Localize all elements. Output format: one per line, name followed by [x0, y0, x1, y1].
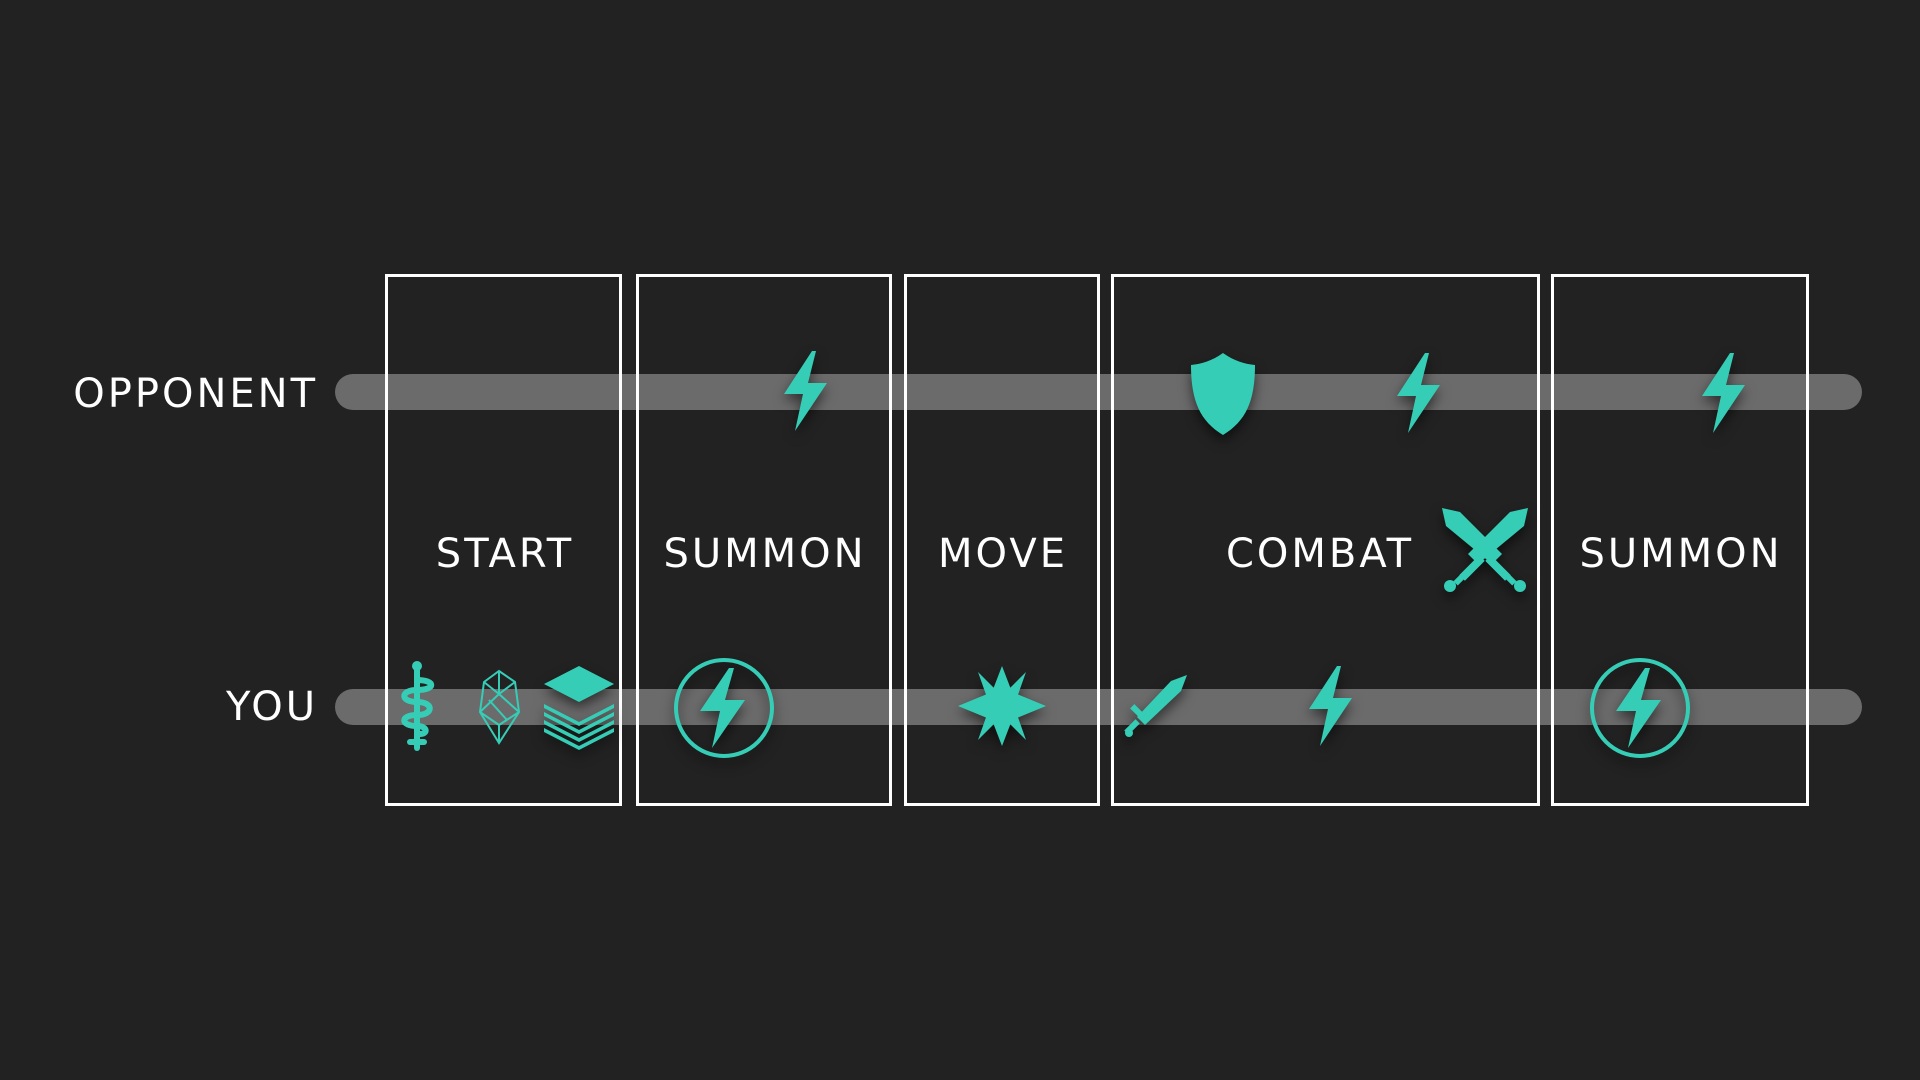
sword-icon — [1124, 675, 1187, 737]
lightning-icon — [1304, 666, 1356, 746]
crossed-swords-icon — [1442, 508, 1528, 594]
star-burst-icon — [958, 666, 1046, 746]
lightning-icon — [1392, 353, 1444, 433]
shield-icon — [1190, 353, 1256, 435]
lightning-icon — [779, 351, 831, 431]
caduceus-icon — [392, 660, 442, 752]
phase-start-frame — [385, 274, 622, 806]
card-stack-icon — [542, 664, 616, 750]
phase-summon-label: SUMMON — [663, 531, 867, 577]
phase-move-label: MOVE — [938, 531, 1068, 577]
phase-summon-2-label: SUMMON — [1579, 531, 1783, 577]
phase-combat-label: COMBAT — [1225, 531, 1415, 577]
phase-start-label: START — [435, 531, 575, 577]
lightning-icon — [1697, 353, 1749, 433]
lightning-circle-icon — [1588, 656, 1692, 760]
phase-summon-2-frame — [1551, 274, 1809, 806]
phase-move-frame — [904, 274, 1100, 806]
lightning-circle-icon — [672, 656, 776, 760]
crystal-icon — [477, 669, 521, 745]
phase-summon-frame — [636, 274, 892, 806]
phase-combat-frame — [1111, 274, 1540, 806]
you-row-label: YOU — [225, 684, 318, 730]
opponent-row-label: OPPONENT — [73, 371, 318, 417]
